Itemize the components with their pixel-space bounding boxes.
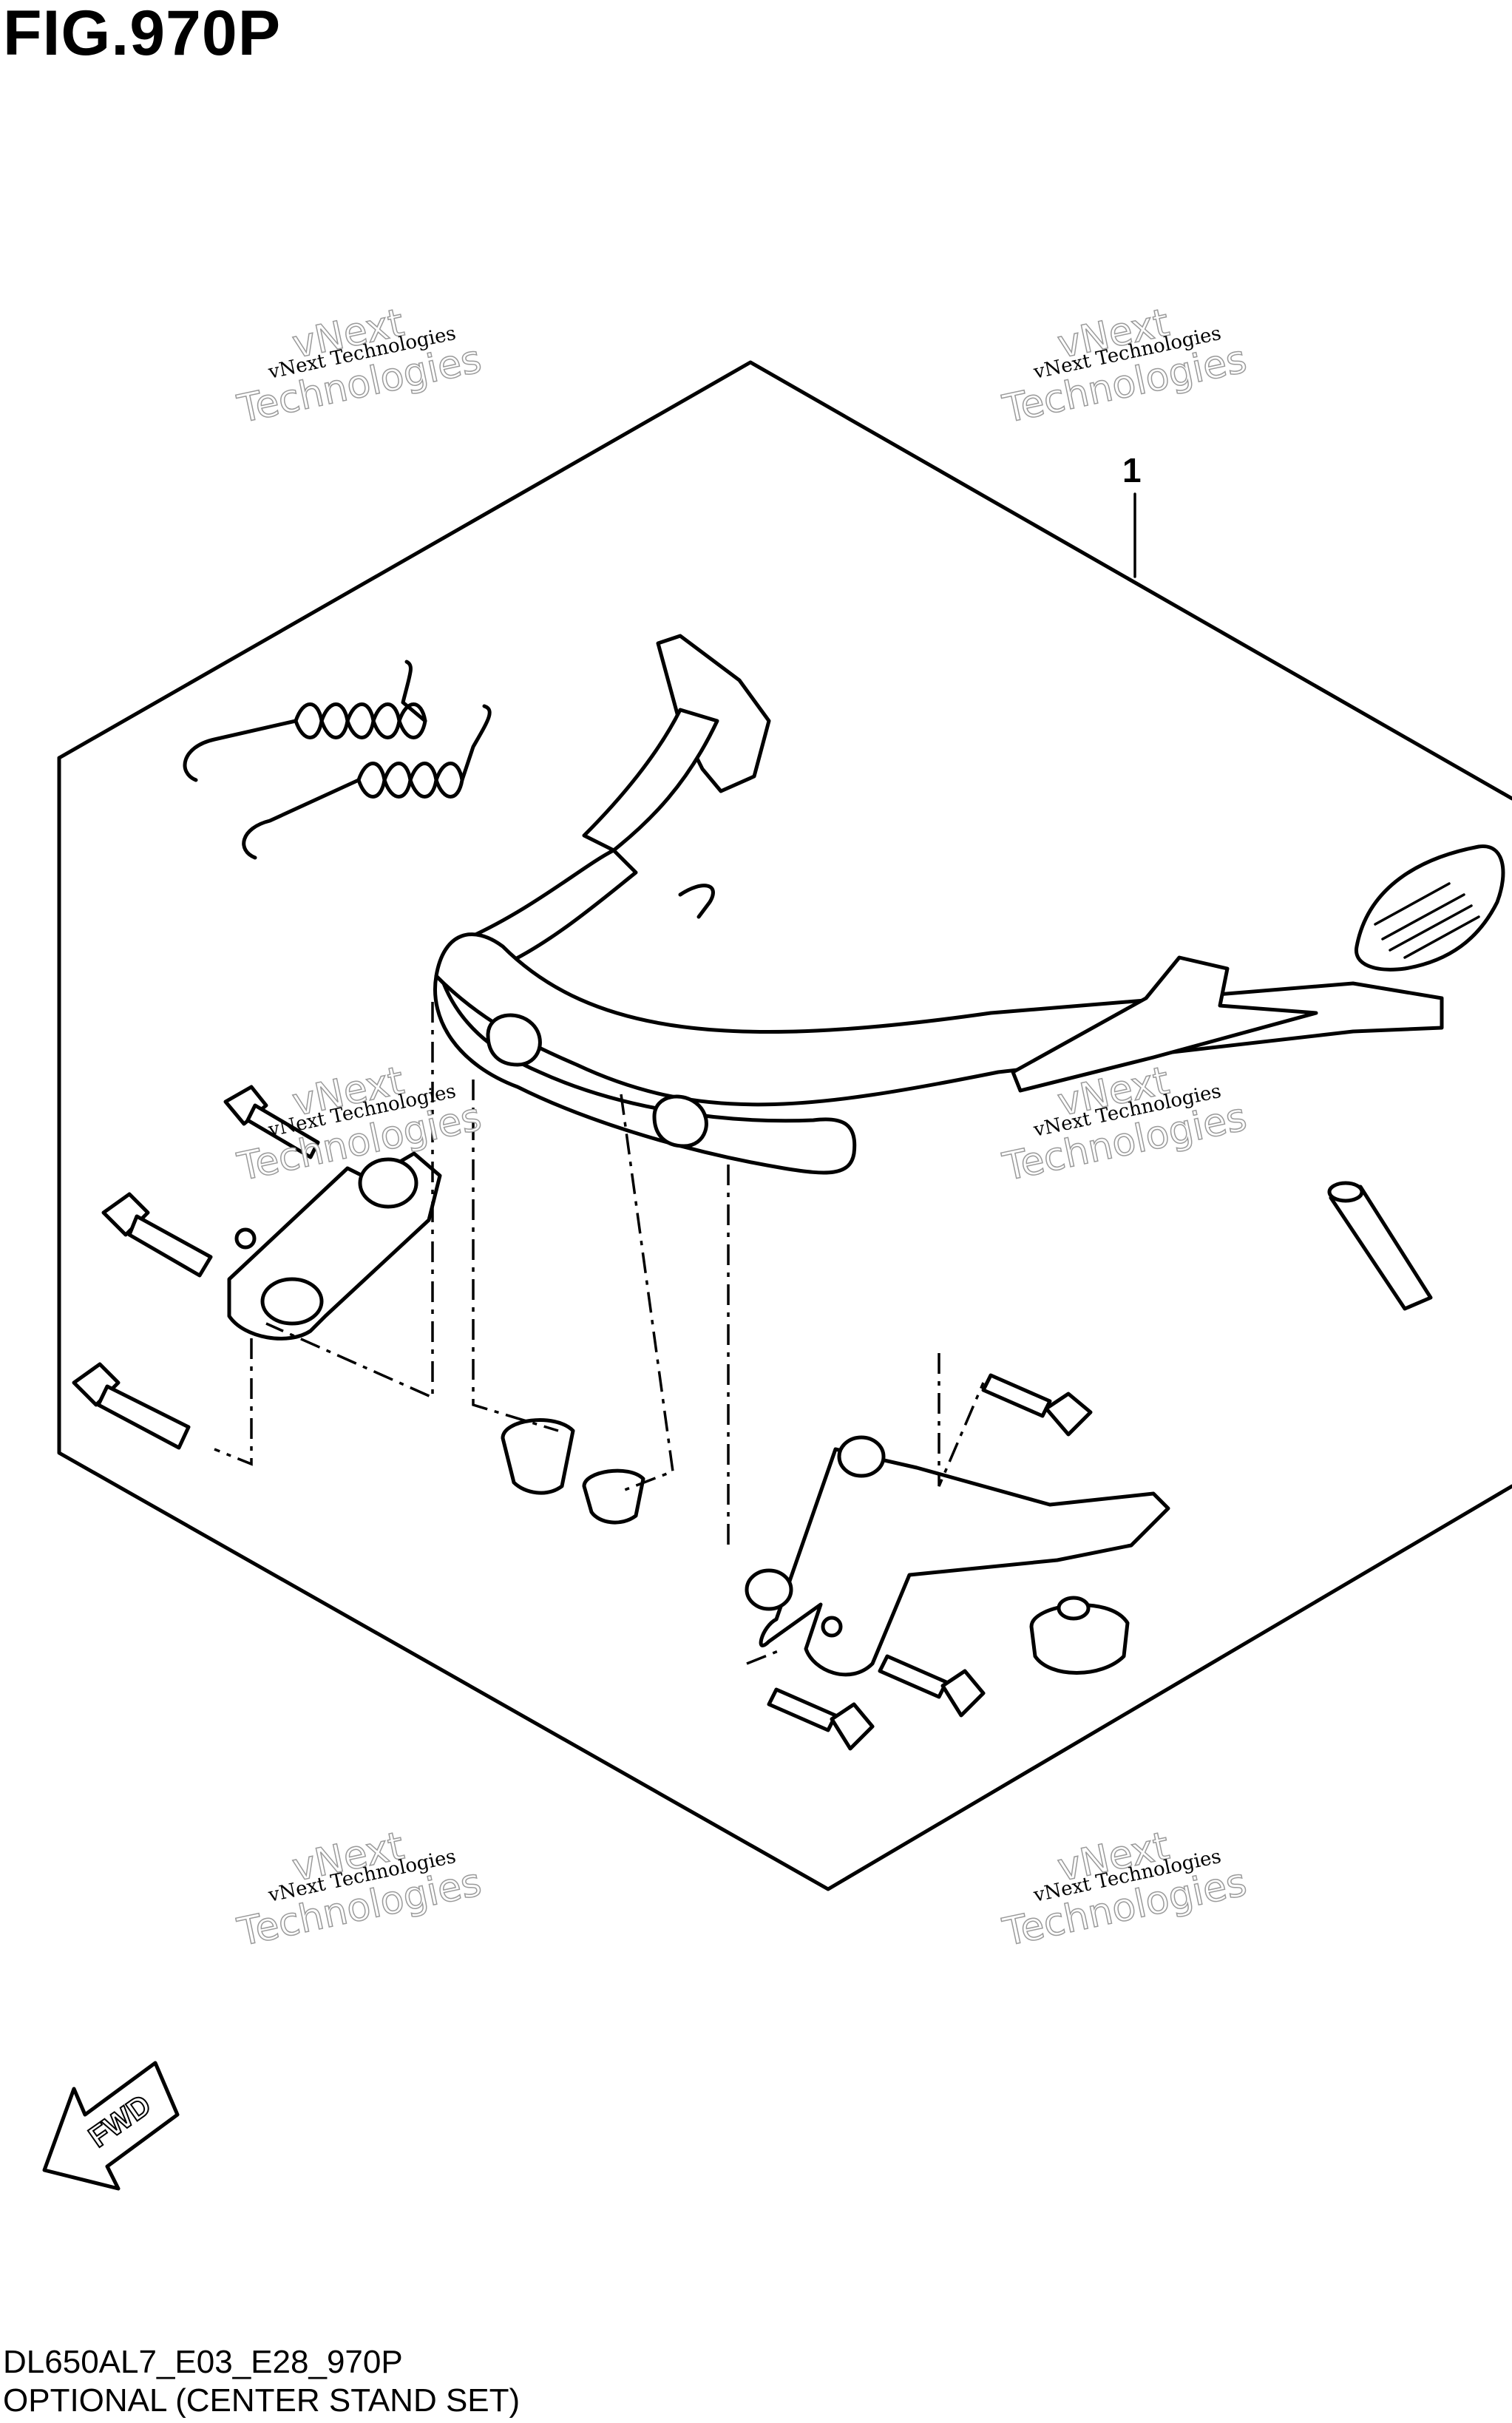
watermark-bottom-left: vNext Technologies vNext Technologies	[233, 1823, 486, 1956]
bolt-left-3[interactable]	[72, 1362, 191, 1450]
spring-upper[interactable]	[183, 660, 427, 782]
fwd-arrow: FWD	[42, 2061, 180, 2191]
bolt-right-1[interactable]	[981, 1373, 1093, 1437]
kit-outline	[57, 360, 1512, 1891]
bolt-right-2[interactable]	[878, 1654, 986, 1718]
left-bracket[interactable]	[227, 1151, 442, 1341]
bushing-upper[interactable]	[501, 1418, 575, 1495]
center-stand[interactable]	[433, 634, 1505, 1175]
callout-1[interactable]: 1	[1122, 451, 1142, 578]
callout-label: 1	[1122, 451, 1142, 489]
bolt-right-3[interactable]	[767, 1687, 875, 1751]
watermark-top-right: vNext Technologies vNext Technologies	[998, 300, 1251, 433]
figure-code: DL650AL7_E03_E28_970P	[3, 2344, 403, 2380]
spring-lower[interactable]	[242, 704, 492, 860]
bushing-lower[interactable]	[582, 1468, 645, 1525]
figure-description: OPTIONAL (CENTER STAND SET)	[3, 2382, 521, 2419]
watermark-top-left: vNext Technologies vNext Technologies	[233, 300, 486, 433]
bolt-left-2[interactable]	[101, 1192, 213, 1278]
svg-text:vNext: vNext	[1054, 1059, 1173, 1125]
right-bracket[interactable]	[745, 1435, 1170, 1677]
assembly-leaders	[214, 1002, 985, 1665]
figure-title: FIG.970P	[3, 0, 282, 69]
bolt-left-1[interactable]	[223, 1085, 320, 1159]
watermark-bottom-right: vNext Technologies vNext Technologies	[998, 1823, 1251, 1956]
stand-pin[interactable]	[1327, 1181, 1433, 1311]
rubber-stopper[interactable]	[1029, 1596, 1130, 1675]
